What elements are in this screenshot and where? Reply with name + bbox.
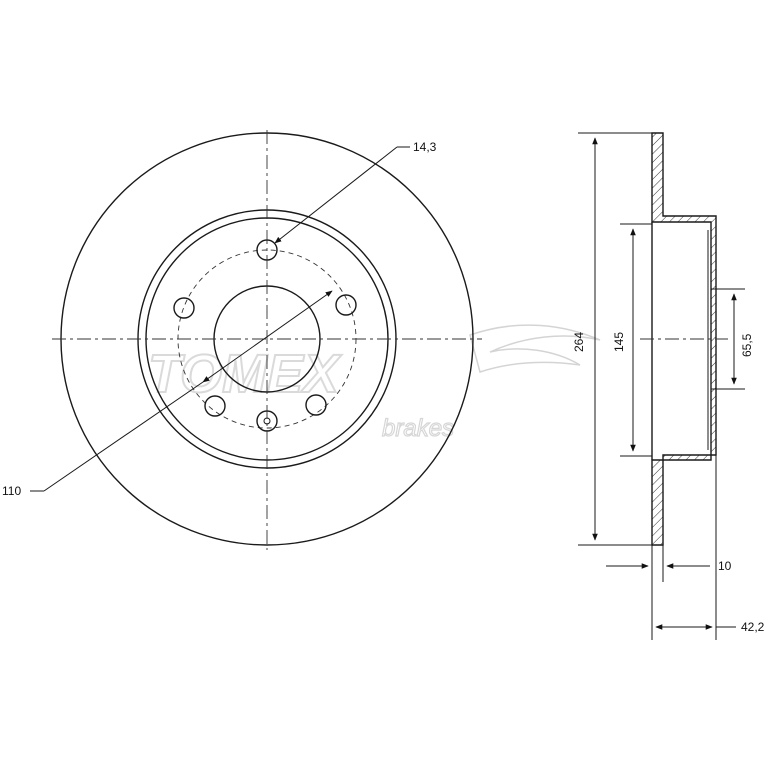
- thickness-label: 10: [718, 559, 732, 573]
- disc-front-view: 14,3 110: [2, 130, 482, 550]
- outer-diameter-label: 264: [572, 332, 586, 352]
- bolt-hole: [335, 294, 357, 316]
- brand-watermark: TOMEX brakes: [147, 324, 601, 443]
- disc-section-view: 264 145 65,5 10 42,2: [572, 132, 765, 640]
- bolt-hole-diameter-label: 14,3: [413, 140, 437, 154]
- bolt-hole: [173, 297, 195, 319]
- center-bore-label: 65,5: [740, 333, 754, 357]
- bolt-circle-leader: [43, 381, 204, 492]
- logo-swoosh: [469, 324, 601, 373]
- brand-tagline: brakes: [382, 415, 454, 442]
- bolt-hole: [204, 395, 226, 417]
- bolt-holes: [173, 239, 357, 432]
- total-height-label: 42,2: [741, 620, 765, 634]
- bolt-hole: [305, 394, 327, 416]
- bolt-circle-label: 110: [2, 484, 21, 498]
- hat-diameter-label: 145: [612, 332, 626, 352]
- bolt-circle-dimension-line: [202, 290, 333, 383]
- bolt-hole-leader: [274, 146, 398, 244]
